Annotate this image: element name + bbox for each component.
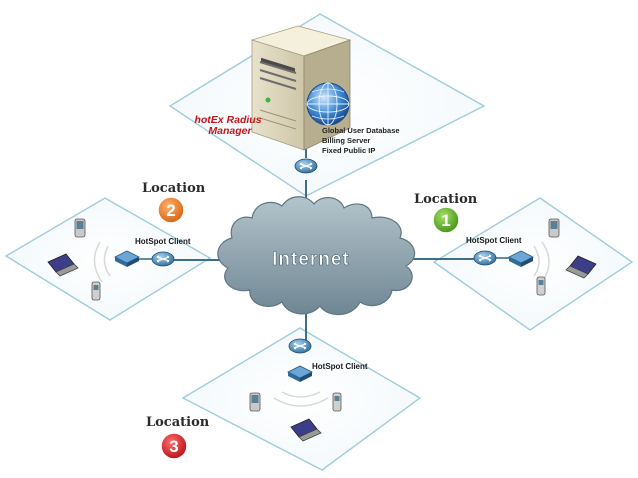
hotspot-client-modem-icon-location-1 <box>508 250 534 267</box>
server-info-line-3: Fixed Public IP <box>322 146 375 155</box>
location-3-number: 3 <box>169 437 178 456</box>
location-2-number: 2 <box>166 201 175 220</box>
globe-icon <box>306 82 350 126</box>
server-title-line-2: Manager <box>208 125 252 137</box>
location-1-heading: Location <box>414 192 478 207</box>
cloud-shape <box>217 196 416 316</box>
location-2-badge: 2 <box>157 196 185 224</box>
location-3-badge: 3 <box>160 432 188 460</box>
internet-cloud: Internet <box>217 196 416 316</box>
server-title-line-1: hotEx Radius <box>194 114 261 126</box>
location-2-heading: Location <box>142 181 206 196</box>
cellphone-icon-location-1 <box>536 276 546 296</box>
server-info-line-1: Global User Database <box>322 126 400 135</box>
location-1-badge: 1 <box>432 206 460 234</box>
location-1-number: 1 <box>441 211 450 230</box>
hotspot-client-label-location-3: HotSpot Client <box>312 362 368 371</box>
pda-icon-location-3 <box>249 392 261 412</box>
hotspot-client-modem-icon-location-2 <box>114 250 140 267</box>
laptop-icon-location-1 <box>565 255 597 279</box>
wifi-arcs-location-3 <box>273 391 329 407</box>
router-icon-location-3 <box>288 338 312 354</box>
cellphone-icon-location-2 <box>91 281 101 301</box>
hotspot-client-label-location-2: HotSpot Client <box>135 237 191 246</box>
location-2-platform <box>4 197 212 321</box>
router-icon-location-2 <box>151 251 175 267</box>
hotspot-client-modem-icon-location-3 <box>287 365 313 382</box>
laptop-icon-location-3 <box>290 418 322 442</box>
router-icon-server <box>294 158 318 174</box>
cellphone-icon-location-3 <box>332 392 342 412</box>
laptop-icon-location-2 <box>47 253 79 277</box>
location-3-heading: Location <box>146 415 210 430</box>
pda-icon-location-1 <box>548 218 560 238</box>
router-icon-location-1 <box>473 250 497 266</box>
server-info-line-2: Billing Server <box>322 136 370 145</box>
wifi-arcs-location-2 <box>93 241 111 283</box>
location-1-platform <box>432 197 634 331</box>
pda-icon-location-2 <box>74 218 86 238</box>
location-3-platform <box>181 327 422 471</box>
internet-label: Internet <box>272 249 350 270</box>
hotspot-client-label-location-1: HotSpot Client <box>466 236 522 245</box>
